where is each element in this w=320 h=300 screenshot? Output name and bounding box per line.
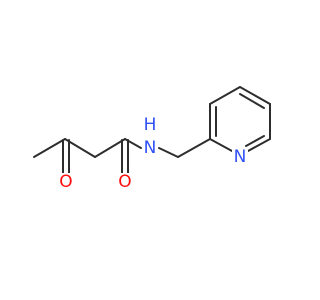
molecule-diagram: O O N H N bbox=[33, 86, 271, 192]
bond-group bbox=[33, 86, 271, 174]
bond-n1-c5 bbox=[158, 147, 179, 158]
atom-labels: O O N H N bbox=[58, 115, 248, 192]
bond-c3-c4 bbox=[94, 138, 126, 158]
atom-n2-label: N bbox=[234, 147, 247, 167]
ring-bond-c8-c9-inner bbox=[239, 93, 265, 109]
atom-o2-label: O bbox=[118, 172, 131, 192]
atom-h1-label: H bbox=[144, 115, 157, 135]
ring-bond-c10-n2 bbox=[247, 138, 271, 152]
bond-c5-c6 bbox=[177, 138, 211, 158]
ring-bond-c7-c8 bbox=[209, 86, 241, 105]
bond-c1-c2 bbox=[33, 138, 66, 158]
structure-svg: O O N H N bbox=[33, 86, 271, 192]
ring-bond-c10-n2-inner bbox=[245, 135, 265, 147]
bond-c2-c3 bbox=[64, 138, 96, 158]
bond-c4-n1 bbox=[124, 138, 142, 149]
ring-bond-c8-c9 bbox=[239, 86, 271, 105]
atom-n1-label: N bbox=[144, 138, 157, 158]
atom-o1-label: O bbox=[59, 172, 72, 192]
ring-bond-n2-c6 bbox=[209, 138, 233, 152]
